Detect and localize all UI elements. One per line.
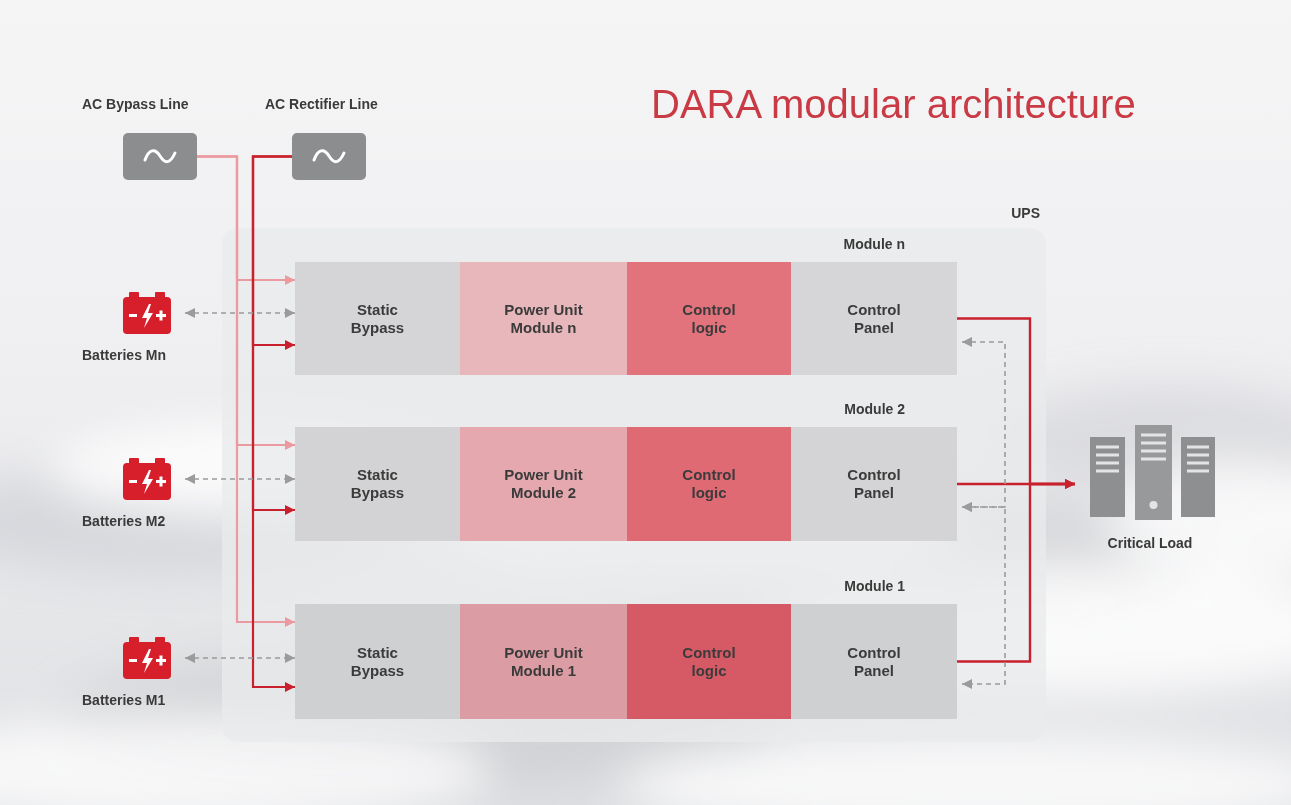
battery-block: Batteries Mn — [80, 285, 185, 369]
cell-label: Control logic — [669, 644, 749, 680]
server-slot — [1187, 454, 1209, 457]
housing-label: UPS — [1011, 205, 1040, 222]
diagram-title: DARA modular architecture — [651, 84, 1136, 124]
source-box-fill — [292, 133, 366, 180]
battery-body — [123, 463, 171, 500]
feed-line — [197, 157, 295, 446]
server-slot — [1096, 462, 1119, 465]
cell-label: Static Bypass — [336, 466, 420, 502]
ac-source-box: AC Rectifier Line — [292, 133, 366, 180]
lightning-symbol — [142, 649, 153, 673]
battery-body — [123, 297, 171, 334]
power-unit-cell: Power Unit Module n — [460, 262, 627, 375]
cell-label: Control logic — [669, 301, 749, 337]
cloud — [620, 735, 1291, 805]
module-label: Module n — [844, 236, 905, 253]
minus-sign — [129, 659, 137, 662]
feed-line — [253, 157, 295, 346]
server-slot — [1187, 446, 1209, 449]
cell-label: Static Bypass — [336, 301, 420, 337]
data-link — [962, 507, 1005, 684]
control-panel-cell: Control Panel — [791, 262, 957, 375]
server-light — [1150, 501, 1158, 509]
ac-source-icon — [123, 133, 197, 180]
server-icon — [1090, 425, 1215, 520]
battery-label: Batteries M2 — [82, 513, 185, 530]
lightning-symbol — [142, 470, 153, 494]
module-label: Module 2 — [844, 401, 905, 418]
battery-block: Batteries M2 — [80, 451, 185, 535]
plus-sign — [160, 656, 163, 666]
source-label: AC Rectifier Line — [265, 96, 378, 113]
feed-line — [197, 157, 295, 281]
load-label: Critical Load — [1075, 535, 1225, 552]
feed-line — [197, 157, 295, 623]
cell-label: Control Panel — [832, 466, 916, 502]
cell-label: Power Unit Module 1 — [492, 644, 596, 680]
control-panel-cell: Control Panel — [791, 604, 957, 719]
battery-block: Batteries M1 — [80, 630, 185, 714]
data-link — [962, 342, 1005, 507]
cell-label: Control Panel — [832, 301, 916, 337]
ac-source-box: AC Bypass Line — [123, 133, 197, 180]
server-tower — [1135, 425, 1172, 520]
static-bypass-cell: Static Bypass — [295, 427, 460, 541]
sine-symbol — [145, 151, 175, 162]
plus-sign — [160, 477, 163, 487]
cell-label: Control Panel — [832, 644, 916, 680]
cell-label: Control logic — [669, 466, 749, 502]
power-unit-cell: Power Unit Module 2 — [460, 427, 627, 541]
server-tower — [1181, 437, 1215, 517]
battery-icon — [123, 637, 171, 679]
feed-line — [253, 157, 295, 688]
battery-icon — [123, 458, 171, 500]
source-box-fill — [123, 133, 197, 180]
static-bypass-cell: Static Bypass — [295, 604, 460, 719]
cell-label: Power Unit Module 2 — [492, 466, 596, 502]
static-bypass-cell: Static Bypass — [295, 262, 460, 375]
lightning-symbol — [142, 304, 153, 328]
control-logic-cell: Control logic — [627, 604, 791, 719]
server-slot — [1141, 450, 1166, 453]
output-line — [957, 319, 1075, 485]
ups-housing: UPSModule nStatic BypassPower Unit Modul… — [222, 228, 1046, 742]
server-tower — [1090, 437, 1125, 517]
module-row: Module 2Static BypassPower Unit Module 2… — [295, 427, 957, 541]
cell-label: Static Bypass — [336, 644, 420, 680]
server-slot — [1141, 434, 1166, 437]
server-slot — [1187, 462, 1209, 465]
critical-load: Critical Load — [1075, 425, 1225, 560]
cell-label: Power Unit Module n — [492, 301, 596, 337]
output-line — [957, 484, 1075, 662]
battery-icon — [123, 292, 171, 334]
minus-sign — [129, 314, 137, 317]
power-unit-cell: Power Unit Module 1 — [460, 604, 627, 719]
data-link — [185, 657, 295, 659]
data-link — [185, 312, 295, 314]
source-label: AC Bypass Line — [82, 96, 189, 113]
module-label: Module 1 — [844, 578, 905, 595]
sine-symbol — [314, 151, 344, 162]
server-slot — [1096, 470, 1119, 473]
module-row: Module 1Static BypassPower Unit Module 1… — [295, 604, 957, 719]
control-logic-cell: Control logic — [627, 427, 791, 541]
battery-label: Batteries M1 — [82, 692, 185, 709]
minus-sign — [129, 480, 137, 483]
module-row: Module nStatic BypassPower Unit Module n… — [295, 262, 957, 375]
feed-line — [253, 157, 295, 511]
battery-label: Batteries Mn — [82, 347, 185, 364]
control-logic-cell: Control logic — [627, 262, 791, 375]
ac-source-icon — [292, 133, 366, 180]
plus-sign — [160, 311, 163, 321]
output-line — [957, 483, 1075, 485]
control-panel-cell: Control Panel — [791, 427, 957, 541]
server-slot — [1096, 446, 1119, 449]
battery-body — [123, 642, 171, 679]
server-slot — [1141, 458, 1166, 461]
server-slot — [1096, 454, 1119, 457]
server-slot — [1141, 442, 1166, 445]
server-slot — [1187, 470, 1209, 473]
data-link — [185, 478, 295, 480]
